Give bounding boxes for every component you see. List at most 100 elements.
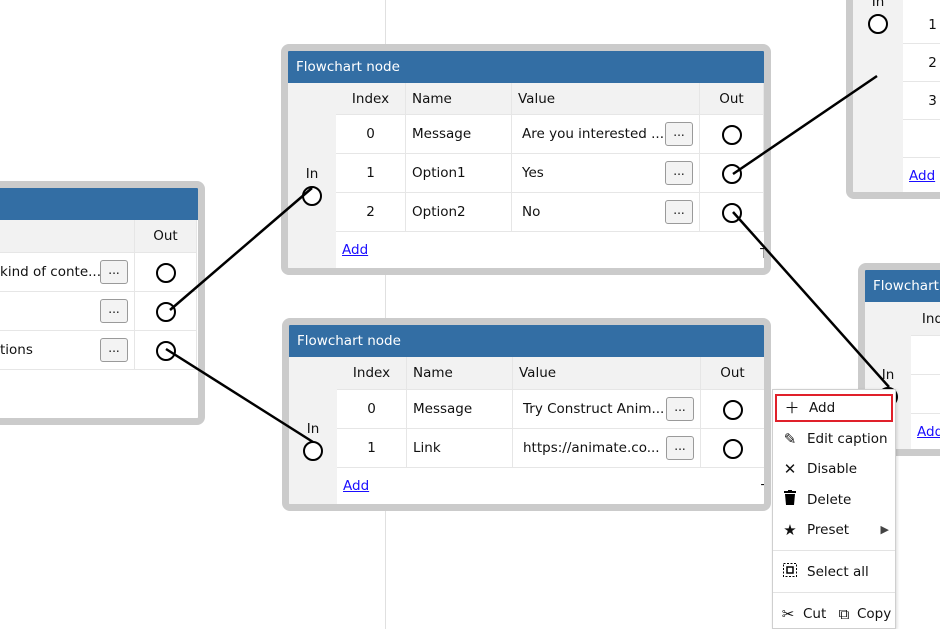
edit-value-button[interactable]: ...	[100, 299, 128, 323]
index-cell: 2	[336, 193, 406, 232]
output-port[interactable]	[722, 163, 742, 184]
table-row[interactable]	[903, 120, 940, 158]
menu-item-add[interactable]: ＋ Add	[775, 394, 893, 422]
edit-value-button[interactable]: ...	[100, 260, 128, 284]
table-row[interactable]: kind of conte......	[0, 253, 198, 292]
menu-item-edit-caption[interactable]: ✎ Edit caption	[775, 425, 893, 453]
column-header-index[interactable]: Index	[336, 83, 406, 115]
index-cell: 0	[337, 390, 407, 429]
column-header-value[interactable]: Value	[512, 83, 700, 115]
input-port[interactable]	[303, 441, 323, 461]
output-port[interactable]	[722, 124, 742, 145]
edit-value-button[interactable]: ...	[665, 161, 693, 185]
menu-item-select-all[interactable]: Select all	[775, 558, 893, 586]
column-header-name[interactable]: Name	[407, 357, 513, 390]
input-port[interactable]	[302, 185, 322, 206]
edit-value-button[interactable]: ...	[665, 200, 693, 224]
value-cell[interactable]: No...	[512, 193, 700, 232]
input-port[interactable]	[868, 14, 888, 34]
menu-item-delete[interactable]: Delete	[775, 486, 893, 514]
menu-separator	[773, 550, 895, 551]
output-port[interactable]	[156, 262, 176, 283]
name-cell: Option1	[406, 154, 512, 193]
menu-item-preset[interactable]: ★ Preset ▶	[775, 516, 893, 544]
value-cell[interactable]: Are you interested ......	[512, 115, 700, 154]
table-row[interactable]: ...	[0, 292, 198, 331]
input-label: In	[305, 165, 319, 182]
copy-icon: ⧉	[838, 605, 850, 623]
table-row[interactable]: 1	[903, 6, 940, 44]
index-cell: 3	[903, 82, 940, 120]
column-header-out[interactable]: Out	[135, 220, 197, 253]
add-row-link[interactable]: Add	[917, 424, 940, 440]
input-column: In	[289, 357, 337, 504]
column-header-out[interactable]: Out	[701, 357, 764, 390]
value-cell[interactable]: ...	[0, 292, 135, 331]
add-row-link[interactable]: Add	[909, 168, 936, 184]
tags-label: Tags	[761, 482, 768, 498]
column-header-out[interactable]: Out	[700, 83, 764, 115]
menu-item-disable[interactable]: ✕ Disable	[775, 455, 893, 483]
select-all-icon	[781, 558, 799, 586]
value-cell[interactable]: Try Construct Anim......	[513, 390, 701, 429]
value-text: tions	[0, 342, 33, 358]
edit-value-button[interactable]: ...	[100, 338, 128, 362]
table-row[interactable]: 2	[903, 44, 940, 82]
value-cell[interactable]: tions...	[0, 331, 135, 370]
pencil-icon: ✎	[783, 430, 797, 448]
value-cell[interactable]: https://animate.co......	[513, 429, 701, 468]
name-cell: Message	[407, 390, 513, 429]
edit-value-button[interactable]: ...	[666, 397, 694, 421]
index-cell: 1	[903, 6, 940, 44]
edit-value-button[interactable]: ...	[665, 122, 693, 146]
grid-line	[385, 0, 386, 629]
add-row-link[interactable]: Add	[342, 242, 369, 258]
index-cell: 1	[336, 154, 406, 193]
input-column: In	[288, 83, 336, 268]
output-port[interactable]	[722, 202, 742, 223]
edit-value-button[interactable]: ...	[666, 436, 694, 460]
output-port[interactable]	[156, 301, 176, 322]
node-title[interactable]	[0, 188, 198, 220]
column-header-index[interactable]: Index	[911, 302, 940, 336]
node-title[interactable]: Flowchart node	[289, 325, 764, 357]
column-header-name[interactable]: Name	[406, 83, 512, 115]
index-cell: 1	[337, 429, 407, 468]
table-row[interactable]: tions...	[0, 331, 198, 370]
out-cell	[701, 429, 764, 468]
menu-item-copy[interactable]: ⧉ Copy	[833, 600, 895, 628]
out-cell	[135, 292, 197, 331]
column-header-value[interactable]	[0, 220, 135, 253]
add-row-link[interactable]: Add	[343, 478, 370, 494]
name-cell: Option2	[406, 193, 512, 232]
value-cell[interactable]: kind of conte......	[0, 253, 135, 292]
menu-separator	[773, 592, 895, 593]
output-port[interactable]	[723, 438, 743, 459]
table-row[interactable]	[911, 375, 940, 414]
table-row[interactable]	[911, 336, 940, 375]
value-cell[interactable]: Yes...	[512, 154, 700, 193]
trash-icon	[781, 486, 799, 514]
column-header-value[interactable]: Value	[513, 357, 701, 390]
column-header-index[interactable]: Index	[337, 357, 407, 390]
node-title[interactable]: Flowchart node	[865, 270, 940, 302]
output-port[interactable]	[723, 399, 743, 420]
table-row[interactable]: 3	[903, 82, 940, 120]
node-title[interactable]: Flowchart node	[288, 51, 764, 83]
out-cell	[701, 390, 764, 429]
index-cell	[911, 336, 940, 375]
value-text: Yes	[522, 165, 544, 181]
output-port[interactable]	[156, 340, 176, 361]
menu-item-cut[interactable]: ✂ Cut	[775, 600, 831, 628]
